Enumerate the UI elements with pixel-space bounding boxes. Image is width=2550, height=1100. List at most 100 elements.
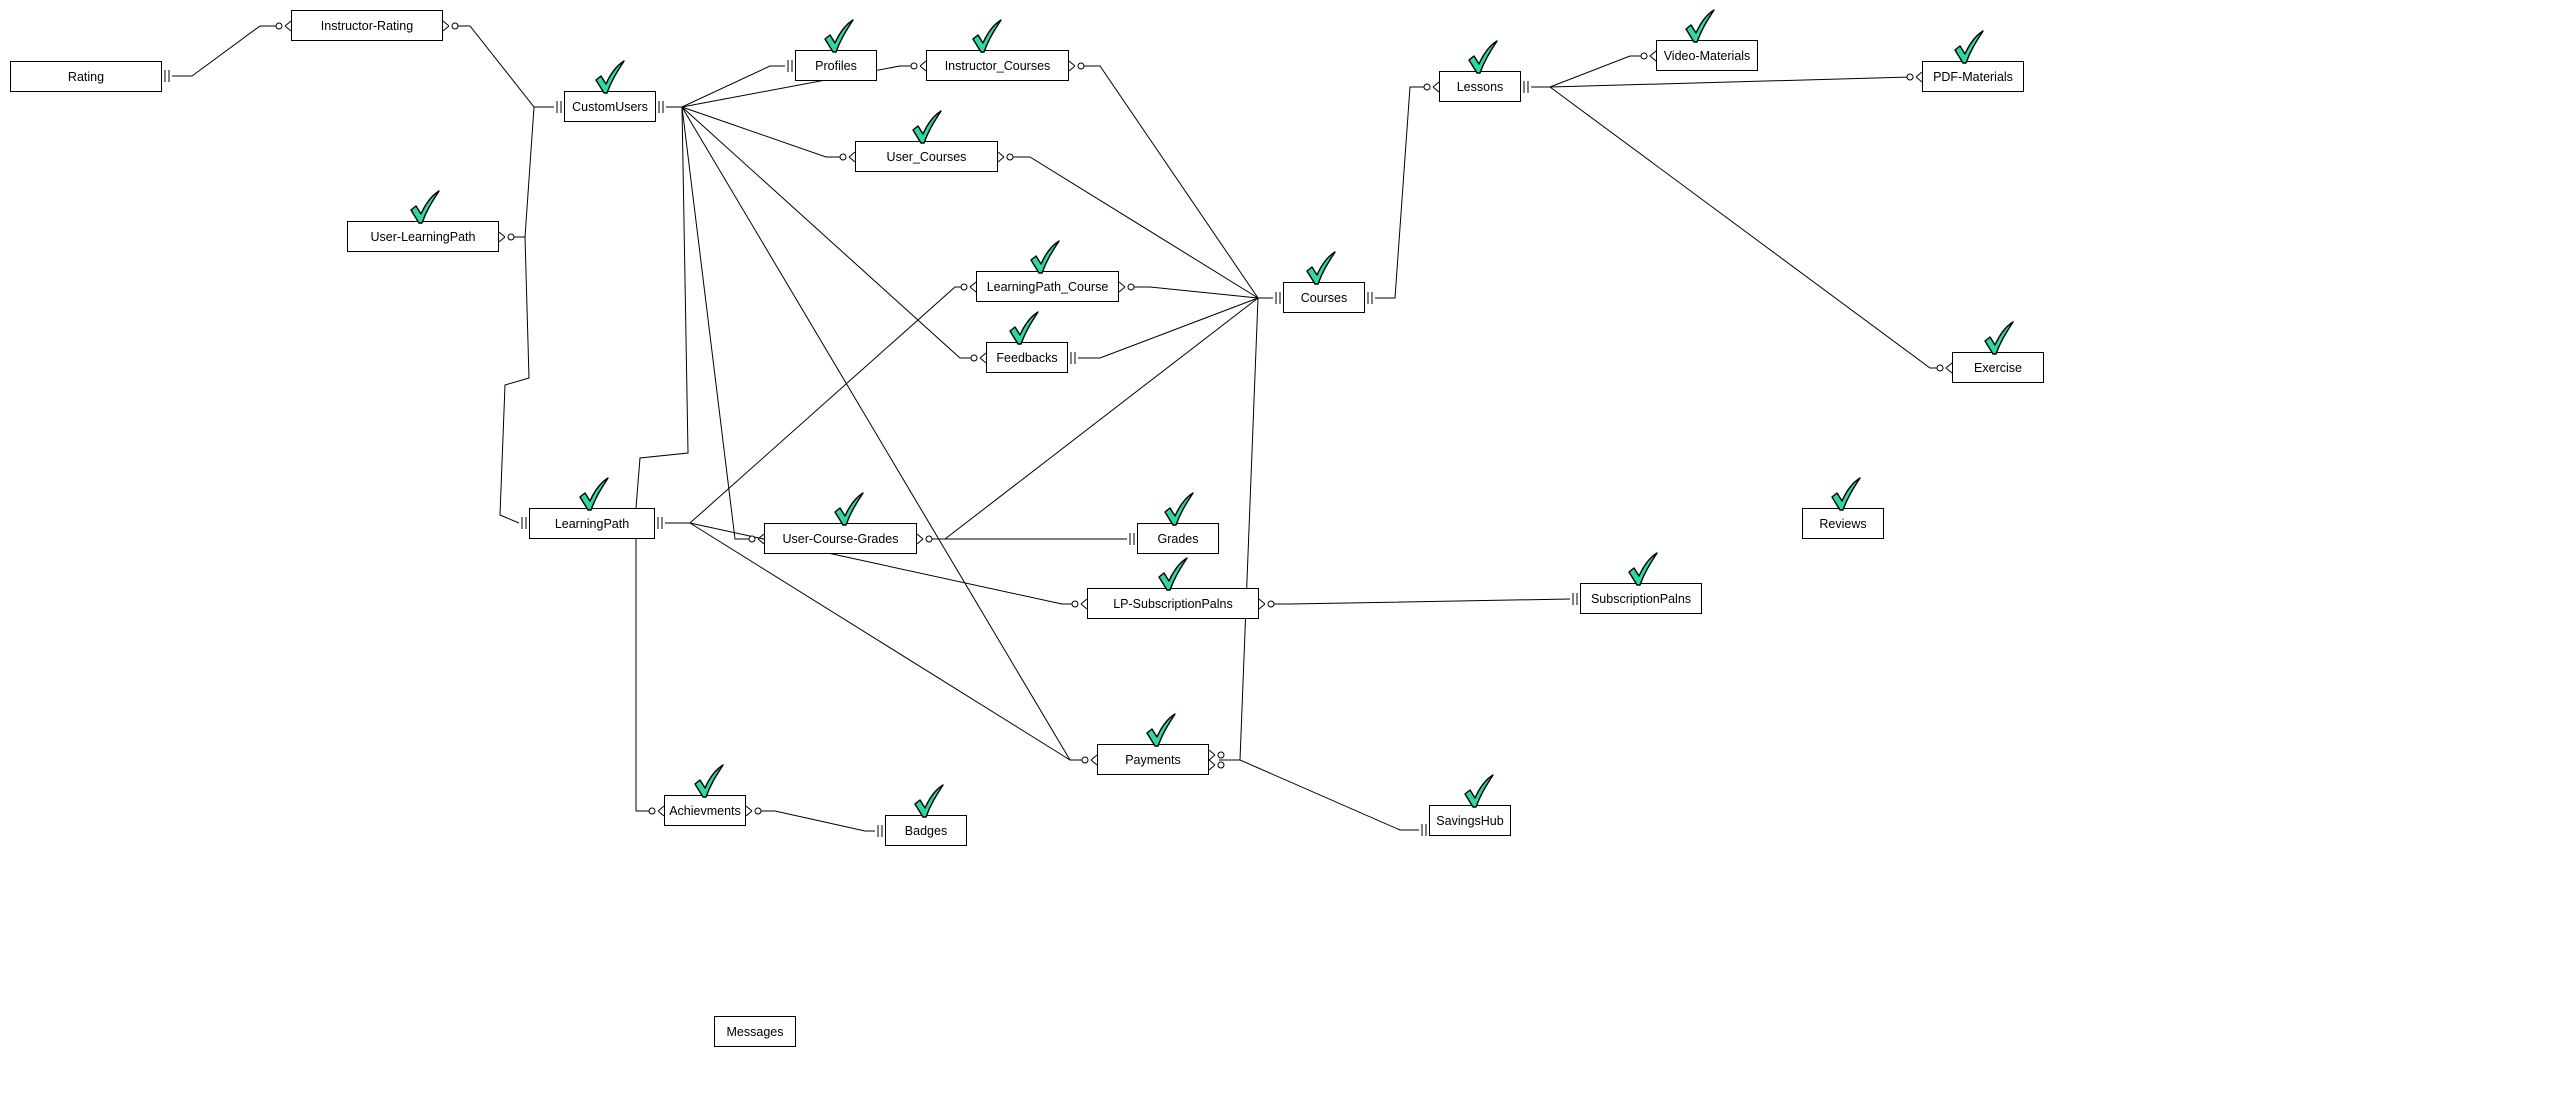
connector-custom-users-profiles xyxy=(666,65,785,108)
marker-lp-subscription-plans-left-zero-circle xyxy=(1071,600,1079,608)
check-mark-icon xyxy=(1468,40,1498,74)
entity-reviews[interactable]: Reviews xyxy=(1802,508,1884,539)
entity-feedbacks[interactable]: Feedbacks xyxy=(986,342,1068,373)
check-mark-shape xyxy=(1009,311,1039,345)
marker-user-courses-left-crow-foot xyxy=(848,151,856,163)
marker-payments-right-2-zero-circle xyxy=(1217,761,1225,769)
check-mark-shape xyxy=(824,19,854,53)
check-mark-icon xyxy=(1164,492,1194,526)
marker-user-course-grades-left-crow-foot xyxy=(757,533,765,545)
marker-user-courses-right-zero-circle xyxy=(1006,153,1014,161)
check-mark-icon xyxy=(1831,477,1861,511)
entity-user-courses[interactable]: User_Courses xyxy=(855,141,998,172)
marker-learning-path-course-left-zero-circle xyxy=(960,283,968,291)
check-mark-shape xyxy=(694,764,724,798)
marker-user-courses-right-crow-foot xyxy=(997,151,1005,163)
entity-achievements[interactable]: Achievments xyxy=(664,795,746,826)
entity-learning-path-course[interactable]: LearningPath_Course xyxy=(976,271,1119,302)
marker-instructor-courses-right-crow-foot xyxy=(1068,60,1076,72)
connector-user-learning-path-learning-path xyxy=(499,236,530,524)
connector-learning-path-payments xyxy=(689,522,1071,761)
marker-feedbacks-left-zero-circle xyxy=(970,354,978,362)
entity-user-learning-path[interactable]: User-LearningPath xyxy=(347,221,499,252)
marker-payments-right-2-crow-foot xyxy=(1208,759,1216,771)
check-mark-icon xyxy=(1984,321,2014,355)
marker-instructor-rating-left-zero-circle xyxy=(275,22,283,30)
marker-instructor-courses-left-zero-circle xyxy=(910,62,918,70)
marker-achievements-right-crow-foot xyxy=(745,805,753,817)
entity-pdf-materials[interactable]: PDF-Materials xyxy=(1922,61,2024,92)
entity-profiles[interactable]: Profiles xyxy=(795,50,877,81)
entity-instructor-courses[interactable]: Instructor_Courses xyxy=(926,50,1069,81)
connector-user-course-grades-courses xyxy=(927,297,1259,540)
entity-lessons[interactable]: Lessons xyxy=(1439,71,1521,102)
relationship-markers xyxy=(164,20,1953,837)
marker-user-learning-path-crow-foot xyxy=(498,231,506,243)
check-mark-shape xyxy=(1628,552,1658,586)
connector-lessons-exercise xyxy=(1549,86,1942,369)
entity-courses[interactable]: Courses xyxy=(1283,282,1365,313)
entity-subscription-plans[interactable]: SubscriptionPalns xyxy=(1580,583,1702,614)
connector-custom-users-payments xyxy=(681,106,1087,761)
check-mark-icon xyxy=(1158,557,1188,591)
connector-custom-users-learning-path xyxy=(635,106,689,509)
check-mark-icon xyxy=(1306,251,1336,285)
entity-badges[interactable]: Badges xyxy=(885,815,967,846)
entity-savings-hub[interactable]: SavingsHub xyxy=(1429,805,1511,836)
check-mark-icon xyxy=(1009,311,1039,345)
check-mark-shape xyxy=(1158,557,1188,591)
entity-exercise[interactable]: Exercise xyxy=(1952,352,2044,383)
check-mark-icon xyxy=(1464,774,1494,808)
marker-user-course-grades-right-crow-foot xyxy=(916,533,924,545)
marker-lp-subscription-plans-right-crow-foot xyxy=(1258,598,1266,610)
marker-lp-subscription-plans-left-crow-foot xyxy=(1080,598,1088,610)
entity-grades[interactable]: Grades xyxy=(1137,523,1219,554)
marker-exercise-zero-circle xyxy=(1936,364,1944,372)
entity-payments[interactable]: Payments xyxy=(1097,744,1209,775)
marker-learning-path-course-left-crow-foot xyxy=(969,281,977,293)
marker-feedbacks-left-crow-foot xyxy=(979,352,987,364)
entity-user-course-grades[interactable]: User-Course-Grades xyxy=(764,523,917,554)
entity-instructor-rating[interactable]: Instructor-Rating xyxy=(291,10,443,41)
marker-achievements-right-zero-circle xyxy=(754,807,762,815)
check-mark-shape xyxy=(914,784,944,818)
marker-video-materials-crow-foot xyxy=(1649,50,1657,62)
entity-learning-path[interactable]: LearningPath xyxy=(529,508,655,539)
marker-user-learning-path-zero-circle xyxy=(507,233,515,241)
marker-payments-right-1-crow-foot xyxy=(1208,749,1216,761)
marker-achievements-left-zero-circle xyxy=(648,807,656,815)
check-mark-shape xyxy=(1306,251,1336,285)
entity-custom-users[interactable]: CustomUsers xyxy=(564,91,656,122)
connector-learning-path-course-courses xyxy=(1129,286,1259,299)
check-mark-icon xyxy=(834,492,864,526)
marker-lessons-left-crow-foot xyxy=(1432,81,1440,93)
marker-pdf-materials-zero-circle xyxy=(1906,73,1914,81)
check-mark-icon xyxy=(914,784,944,818)
entity-lp-subscription-plans[interactable]: LP-SubscriptionPalns xyxy=(1087,588,1259,619)
connector-rating-instructor-rating xyxy=(172,25,280,77)
marker-payments-right-1-zero-circle xyxy=(1217,751,1225,759)
marker-user-course-grades-left-zero-circle xyxy=(748,535,756,543)
marker-payments-left-zero-circle xyxy=(1081,756,1089,764)
connector-instructor-rating-custom-users xyxy=(453,25,554,108)
check-mark-shape xyxy=(410,190,440,224)
check-mark-icon xyxy=(1146,713,1176,747)
check-mark-shape xyxy=(1831,477,1861,511)
marker-learning-path-course-right-crow-foot xyxy=(1118,281,1126,293)
check-mark-shape xyxy=(834,492,864,526)
marker-lessons-left-zero-circle xyxy=(1423,83,1431,91)
check-mark-shape xyxy=(1030,240,1060,274)
marker-instructor-courses-left-crow-foot xyxy=(919,60,927,72)
check-mark-shape xyxy=(1468,40,1498,74)
check-mark-shape xyxy=(1954,30,1984,64)
entity-messages[interactable]: Messages xyxy=(714,1016,796,1047)
marker-learning-path-course-right-zero-circle xyxy=(1127,283,1135,291)
check-mark-shape xyxy=(972,19,1002,53)
entity-video-materials[interactable]: Video-Materials xyxy=(1656,40,1758,71)
check-mark-shape xyxy=(1685,9,1715,43)
entity-rating[interactable]: Rating xyxy=(10,61,162,92)
connector-payments-courses xyxy=(1219,297,1259,761)
connector-custom-users-user-course-grades xyxy=(681,106,754,540)
marker-pdf-materials-crow-foot xyxy=(1915,71,1923,83)
